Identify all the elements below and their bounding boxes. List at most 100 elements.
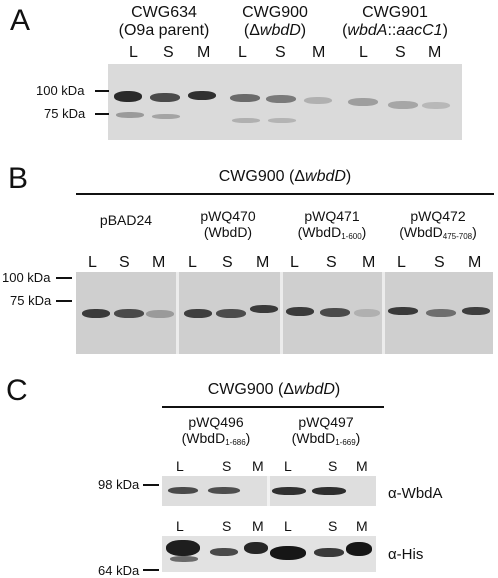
marker-tick xyxy=(95,90,109,92)
panel-b-plasmid-2: pWQ470 (WbdD) xyxy=(178,208,278,240)
plasmid-name: pWQ472 xyxy=(410,208,466,224)
marker-tick xyxy=(95,113,109,115)
panel-c-letter: C xyxy=(6,374,28,407)
band xyxy=(250,305,278,313)
panel-a-letter: A xyxy=(10,4,31,37)
band xyxy=(114,91,142,102)
lane-label: S xyxy=(328,458,338,474)
band xyxy=(266,95,296,103)
lane-label: S xyxy=(222,518,232,534)
lane-label: S xyxy=(222,254,233,271)
band xyxy=(426,309,456,317)
lane-label: L xyxy=(176,458,184,474)
lane-label: S xyxy=(395,44,406,61)
lane-label: M xyxy=(356,518,368,534)
band xyxy=(216,309,246,318)
band xyxy=(244,542,268,554)
lane-label: M xyxy=(428,44,442,61)
lane-label: L xyxy=(284,518,292,534)
panel-c-strain: CWG900 (ΔwbdD) xyxy=(207,381,341,398)
antibody-label: α-WbdA xyxy=(388,485,443,502)
panel-b-plasmid-3: pWQ471 (WbdD1-600) xyxy=(282,208,382,245)
lane-label: M xyxy=(197,44,211,61)
band xyxy=(462,307,490,315)
marker-tick xyxy=(56,277,72,279)
panel-a-strain-1: CWG634 (O9a parent) xyxy=(104,4,224,40)
band xyxy=(168,487,198,494)
plasmid-name: pWQ470 xyxy=(200,208,256,224)
marker-label: 75 kDa xyxy=(10,293,52,308)
plasmid-name: pWQ471 xyxy=(304,208,360,224)
strain-desc: (ΔwbdD) xyxy=(243,22,307,39)
lane-label: S xyxy=(328,518,338,534)
lane-label: M xyxy=(362,254,376,271)
marker-tick xyxy=(56,300,72,302)
band xyxy=(114,309,144,318)
panel-b-strain-rule xyxy=(76,193,494,195)
panel-b-plasmid-1: pBAD24 xyxy=(76,212,176,228)
strain-name: CWG901 xyxy=(362,4,428,21)
band xyxy=(166,540,200,556)
band xyxy=(268,118,296,123)
plasmid-desc: (WbdD475-708) xyxy=(399,224,477,241)
band xyxy=(286,307,314,316)
band xyxy=(422,102,450,109)
lane-label: M xyxy=(252,458,264,474)
panel-b-letter: B xyxy=(8,162,29,195)
lane-label: L xyxy=(188,254,197,271)
panel-b-strain: CWG900 (ΔwbdD) xyxy=(218,168,352,185)
lane-label: M xyxy=(256,254,270,271)
lane-label: S xyxy=(326,254,337,271)
panel-c-plasmid-2: pWQ497 (WbdD1-669) xyxy=(272,414,380,451)
band xyxy=(320,308,350,317)
strain-name: CWG900 xyxy=(242,4,308,21)
lane-label: S xyxy=(119,254,130,271)
lane-label: M xyxy=(468,254,482,271)
band xyxy=(388,101,418,109)
band xyxy=(82,309,110,318)
lane-label: M xyxy=(252,518,264,534)
gel-panel-b xyxy=(76,272,493,354)
gel-panel-c-wbda xyxy=(162,476,376,506)
strain-name: CWG634 xyxy=(131,4,197,21)
lane-label: S xyxy=(163,44,174,61)
panel-b-plasmid-4: pWQ472 (WbdD475-708) xyxy=(384,208,492,245)
lane-label: S xyxy=(434,254,445,271)
band xyxy=(116,112,144,118)
band xyxy=(184,309,212,318)
marker-label: 75 kDa xyxy=(44,106,86,121)
lane-label: L xyxy=(88,254,97,271)
band xyxy=(388,307,418,315)
band xyxy=(312,487,346,495)
marker-label: 100 kDa xyxy=(2,270,51,285)
lane-label: L xyxy=(359,44,368,61)
lane-label: L xyxy=(129,44,138,61)
panel-a-strain-2: CWG900 (ΔwbdD) xyxy=(220,4,330,40)
lane-label: L xyxy=(284,458,292,474)
band xyxy=(304,97,332,104)
marker-tick xyxy=(143,569,159,571)
band xyxy=(210,548,238,556)
gel-panel-c-his xyxy=(162,536,376,572)
marker-label: 100 kDa xyxy=(36,83,85,98)
marker-label: 64 kDa xyxy=(98,563,140,578)
marker-label: 98 kDa xyxy=(98,477,140,492)
band xyxy=(348,98,378,106)
band xyxy=(230,94,260,102)
panel-c-plasmid-1: pWQ496 (WbdD1-686) xyxy=(162,414,270,451)
panel-a-strain-3: CWG901 (wbdA::aacC1) xyxy=(320,4,470,40)
band xyxy=(272,487,306,495)
lane-label: L xyxy=(176,518,184,534)
marker-tick xyxy=(143,484,159,486)
band xyxy=(146,310,174,318)
plasmid-desc: (WbdD) xyxy=(203,224,253,240)
band xyxy=(314,548,344,557)
lane-label: M xyxy=(356,458,368,474)
plasmid-name: pWQ496 xyxy=(188,414,244,430)
panel-c-strain-rule xyxy=(162,406,384,408)
band xyxy=(170,556,198,562)
band xyxy=(270,546,306,560)
band xyxy=(232,118,260,123)
lane-label: L xyxy=(238,44,247,61)
lane-label: S xyxy=(222,458,232,474)
